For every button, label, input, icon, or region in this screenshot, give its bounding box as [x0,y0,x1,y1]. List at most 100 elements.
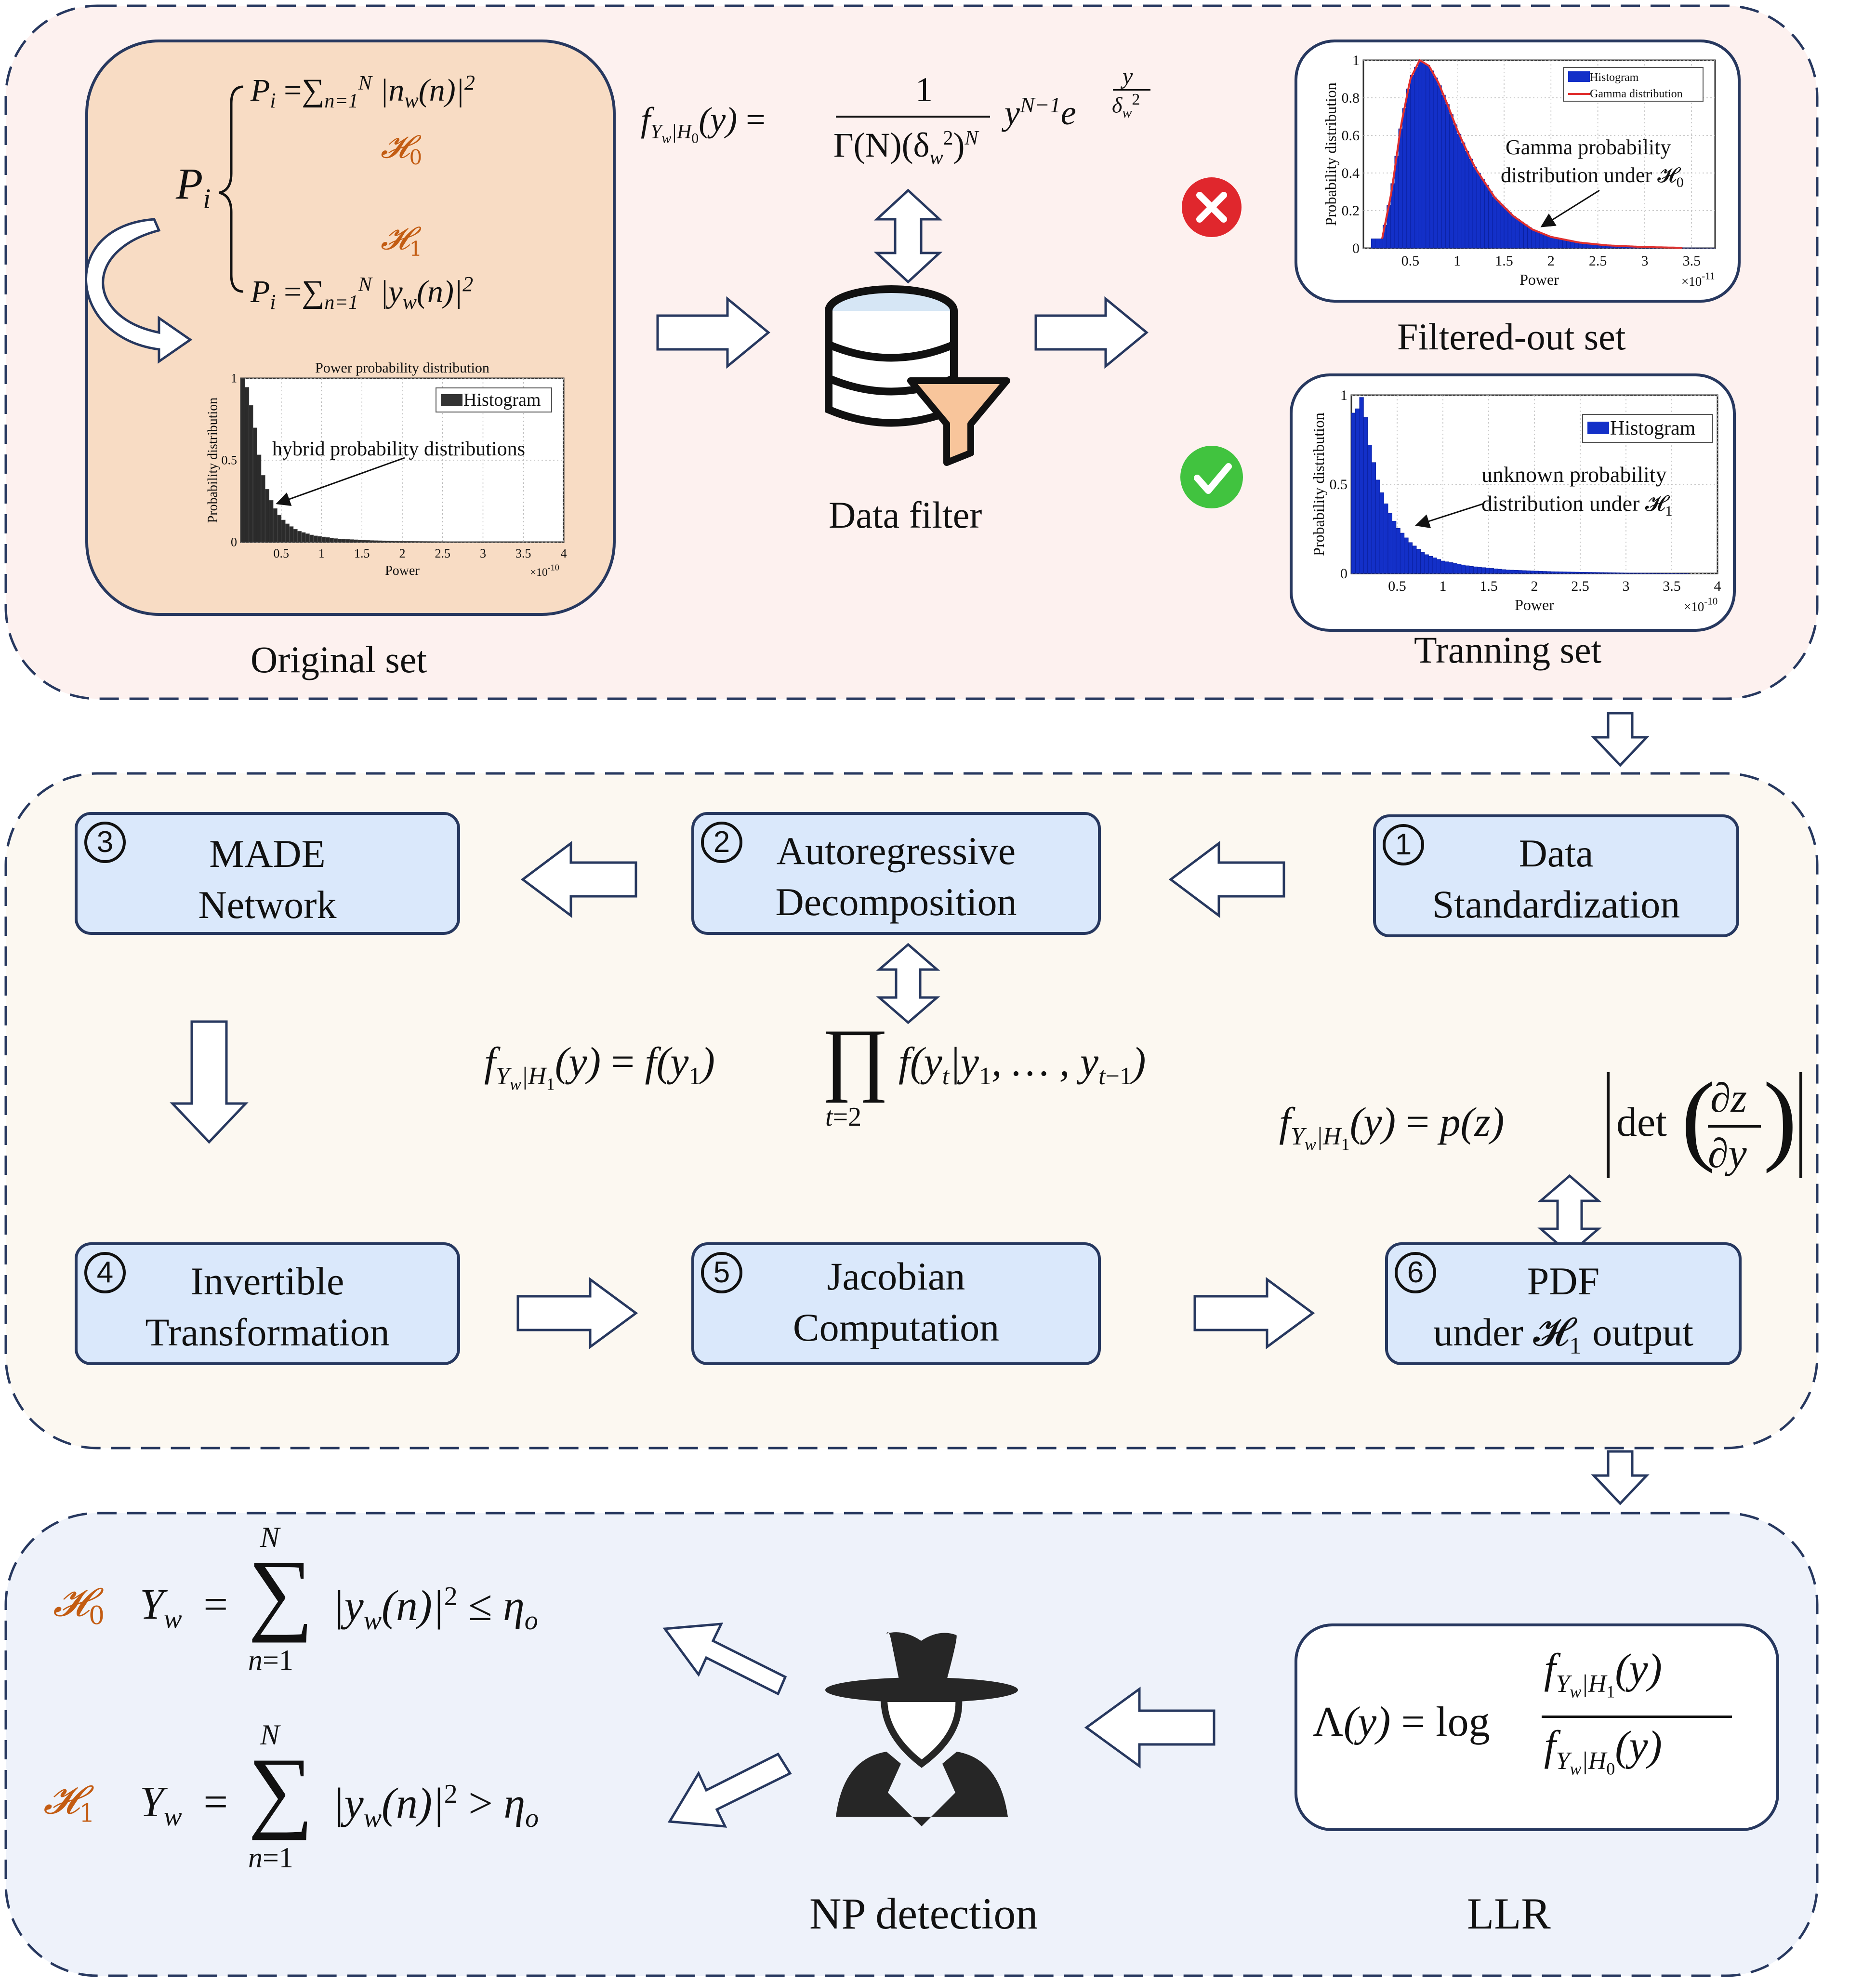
histogram-bar [1550,237,1555,249]
annotation: hybrid probability distributions [272,438,525,460]
histogram-bar [1433,78,1438,249]
histogram-bar [1420,552,1425,574]
gamma-curve [1381,59,1683,249]
histogram-bar [1488,190,1493,249]
annotation: Gamma probability [1506,135,1671,159]
x-axis-label: Power [385,563,420,578]
histogram-bar [1571,572,1575,574]
histogram-bar [1543,234,1547,249]
x-tick-label: 3 [1641,253,1649,269]
histogram-bar [373,540,379,543]
y-tick-label: 0.6 [1342,128,1360,144]
histogram-bar [1599,572,1604,574]
x-tick-label: 3.5 [515,546,531,560]
histogram-bar [1457,564,1462,574]
x-axis-label: Power [1515,596,1554,613]
step-number: 5 [701,1252,742,1293]
flow-pdf-formula: fYw|H1(y) = p(z) det ( ∂z ∂y ) [1279,1067,1809,1183]
histogram-bar [1522,570,1527,574]
histogram-bar [1432,558,1437,574]
histogram-bar [1538,571,1543,574]
histogram-bar [398,541,403,543]
step-number: 1 [1383,824,1424,865]
h0-label-top: 𝓗0 [381,128,423,170]
x-tick-label: 0.5 [1388,578,1406,594]
histogram-bar [1387,513,1392,574]
step-label-line2: Transformation [145,1310,390,1354]
histogram-bar [370,540,374,543]
reject-icon [1182,177,1242,237]
x-tick-label: 4 [1714,578,1721,594]
histogram-bar [1457,133,1462,249]
histogram-bar [1531,229,1536,249]
h1-decision-rule: 𝓗1 Yw = N ∑ n=1 |yw(n)|2 > ηo [43,1719,539,1874]
data-filter-label: Data filter [829,494,982,536]
histogram-bar [1559,572,1563,574]
histogram-bar [1583,572,1588,574]
histogram-bar [386,541,391,543]
histogram-bar [1542,571,1547,574]
histogram-bar [249,405,253,543]
step-label-line2: Computation [793,1305,1000,1349]
histogram-bar [1404,537,1409,574]
histogram-bar [1550,571,1555,574]
chart-title: Power probability distribution [315,360,489,376]
histogram-bar [1603,572,1608,574]
legend-label: Histogram [1610,417,1696,439]
annotation-arrow [276,457,405,506]
step-label-line2: Standardization [1432,882,1680,926]
histogram-bar [289,526,294,543]
histogram-bar [1468,159,1473,249]
histogram-bar [357,540,362,543]
histogram-bar [1534,571,1539,574]
histogram-bar [333,538,338,543]
llr-box [1295,1623,1779,1831]
histogram-bar [325,537,330,543]
arrow-3-to-4 [170,1020,249,1144]
histogram-bar [1359,397,1364,574]
step-label-line1: Jacobian [827,1254,965,1298]
x-tick-label: 3 [480,546,486,560]
histogram-bar [1367,445,1372,574]
x-tick-label: 2 [1531,578,1538,594]
histogram-bar [361,540,367,543]
x-tick-label: 4 [561,546,567,560]
histogram-bar [1595,572,1600,574]
histogram-bar [309,534,314,543]
legend-swatch [441,394,462,406]
histogram-bar [1424,554,1429,574]
histogram-bar [261,475,265,543]
histogram-bar [1465,565,1470,574]
filtered-out-set-label: Filtered-out set [1397,316,1626,358]
histogram-bar [1579,572,1584,574]
histogram-bar [1351,412,1356,574]
step-label-line1: Autoregressive [776,829,1016,873]
histogram-bar [293,529,298,543]
histogram-bar [378,540,383,543]
histogram-bar [321,536,326,543]
x-tick-label: 0.5 [274,546,290,560]
histogram-bar [1480,179,1485,249]
curved-arrow [85,218,193,364]
histogram-bar [1562,239,1567,249]
histogram-bar [1379,239,1383,249]
y-tick-label: 0.4 [1342,165,1360,181]
histogram-bar [410,541,415,543]
histogram-bar [1497,569,1502,574]
step-label-line2: Decomposition [775,880,1017,924]
step-number: 2 [701,822,742,863]
histogram-bar [1530,571,1535,574]
histogram-bar [1414,67,1418,249]
histogram-bar [1444,561,1450,574]
histogram-bar [1428,556,1433,574]
histogram-bar [281,519,286,543]
step-pdf-output: 6 PDF under 𝓗₁ output [1385,1242,1742,1365]
arrow-4-to-5 [516,1277,638,1349]
original-set-label: Original set [251,638,427,680]
arrow-from-filter [1034,296,1149,369]
y-tick-label: 0.8 [1342,90,1360,106]
histogram-bar [1440,560,1445,574]
y-axis-label: Probability distribution [1310,412,1327,556]
